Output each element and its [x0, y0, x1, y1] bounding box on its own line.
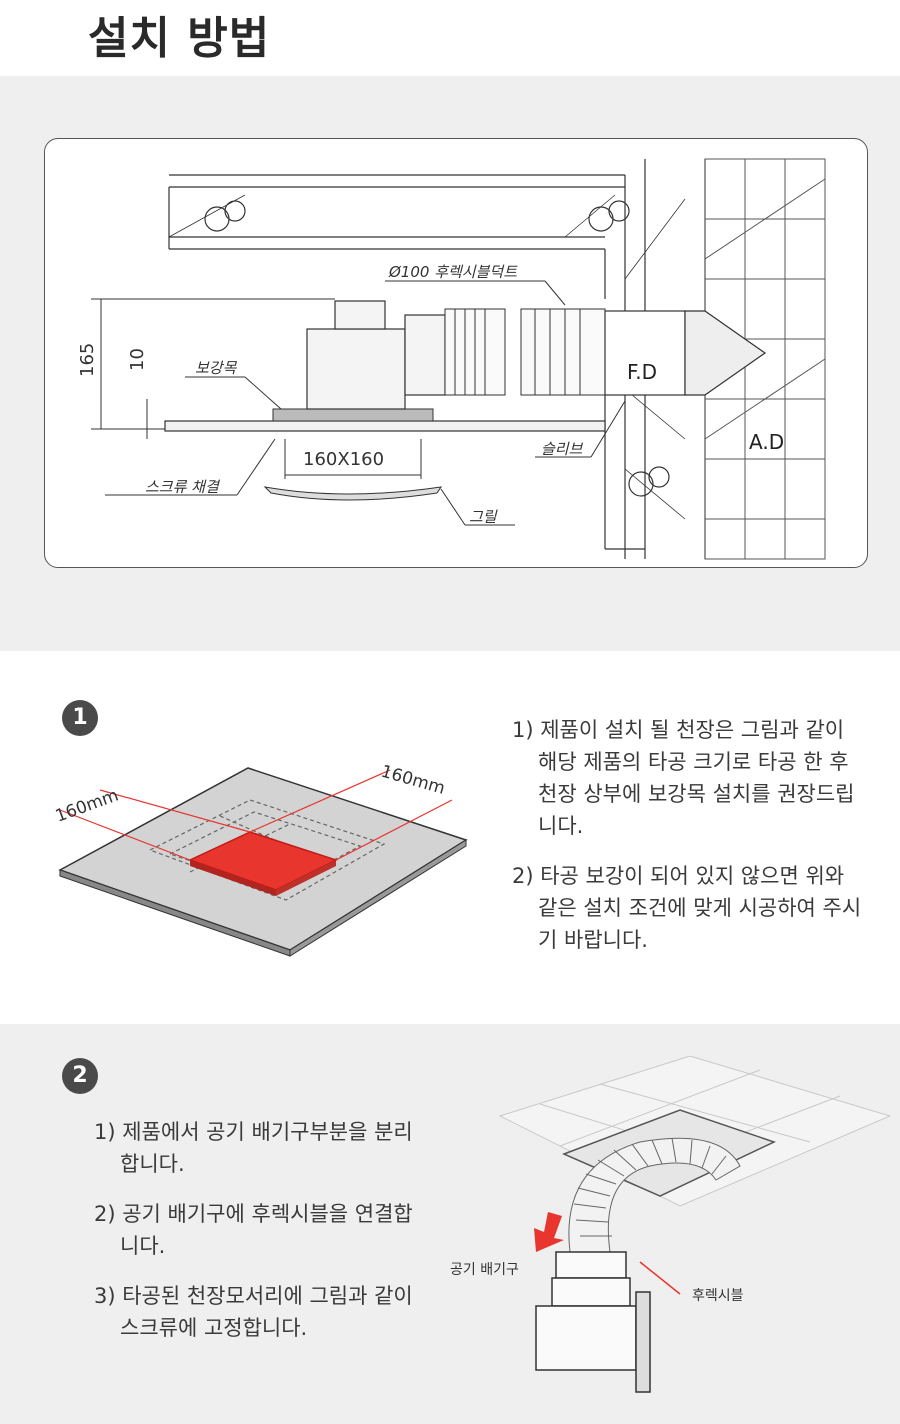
ceiling-board	[164, 420, 606, 432]
duct-label: Ø100 후렉시블덕트	[388, 263, 518, 281]
step2-number-badge: 2	[62, 1058, 98, 1094]
sleeve-label: 슬리브	[541, 440, 584, 458]
installation-diagram: Ø100 후렉시블덕트 165 10 보강목 160X160 스크류 채결 그릴…	[44, 138, 868, 568]
grille-shape	[263, 486, 443, 501]
step1-instructions: 1) 제품이 설치 될 천장은 그림과 같이 해당 제품의 타공 크기로 타공 …	[512, 714, 862, 974]
fan-unit	[535, 1251, 651, 1393]
step1-paragraph: 1) 제품이 설치 될 천장은 그림과 같이 해당 제품의 타공 크기로 타공 …	[512, 718, 855, 838]
step1-dim-right-label: 160mm	[379, 762, 448, 799]
grille-label: 그릴	[469, 508, 498, 526]
page-title: 설치 방법	[88, 13, 271, 64]
ceiling-slab	[168, 174, 630, 250]
sleeve-fd	[604, 310, 767, 396]
fan-body	[306, 300, 446, 410]
flex-label: 후렉시블	[692, 1288, 744, 1304]
air-duct-shaft	[704, 158, 826, 560]
step2-paragraph: 1) 제품에서 공기 배기구부분을 분리합니다.	[94, 1120, 413, 1176]
step1-paragraph: 2) 타공 보강이 되어 있지 않으면 위와 같은 설치 조건에 맞게 시공하여…	[512, 864, 862, 952]
red-arrow	[534, 1212, 564, 1252]
reinforcement-wood	[272, 408, 434, 422]
step2-illustration: 공기 배기구 후렉시블	[450, 1056, 890, 1393]
outlet-label: 공기 배기구	[450, 1262, 519, 1278]
screw-label: 스크류 채결	[145, 478, 221, 496]
ad-label: A.D	[749, 430, 784, 454]
fd-label: F.D	[627, 360, 657, 384]
flexible-hose	[568, 1137, 741, 1253]
step1-number-badge: 1	[62, 700, 98, 736]
step2-paragraph: 2) 공기 배기구에 후렉시블을 연결합니다.	[94, 1202, 413, 1258]
step2-instructions: 1) 제품에서 공기 배기구부분을 분리합니다. 2) 공기 배기구에 후렉시블…	[94, 1116, 414, 1362]
dim-165-label: 165	[77, 343, 98, 377]
dimension-lines	[91, 280, 626, 526]
reinforcement-label: 보강목	[195, 359, 238, 377]
step2-paragraph: 3) 타공된 천장모서리에 그림과 같이 스크류에 고정합니다.	[94, 1284, 413, 1340]
dim-10-label: 10	[127, 348, 148, 371]
flexible-duct	[444, 308, 606, 396]
size-label: 160X160	[303, 449, 384, 470]
step1-illustration: 160mm 160mm	[53, 762, 468, 957]
